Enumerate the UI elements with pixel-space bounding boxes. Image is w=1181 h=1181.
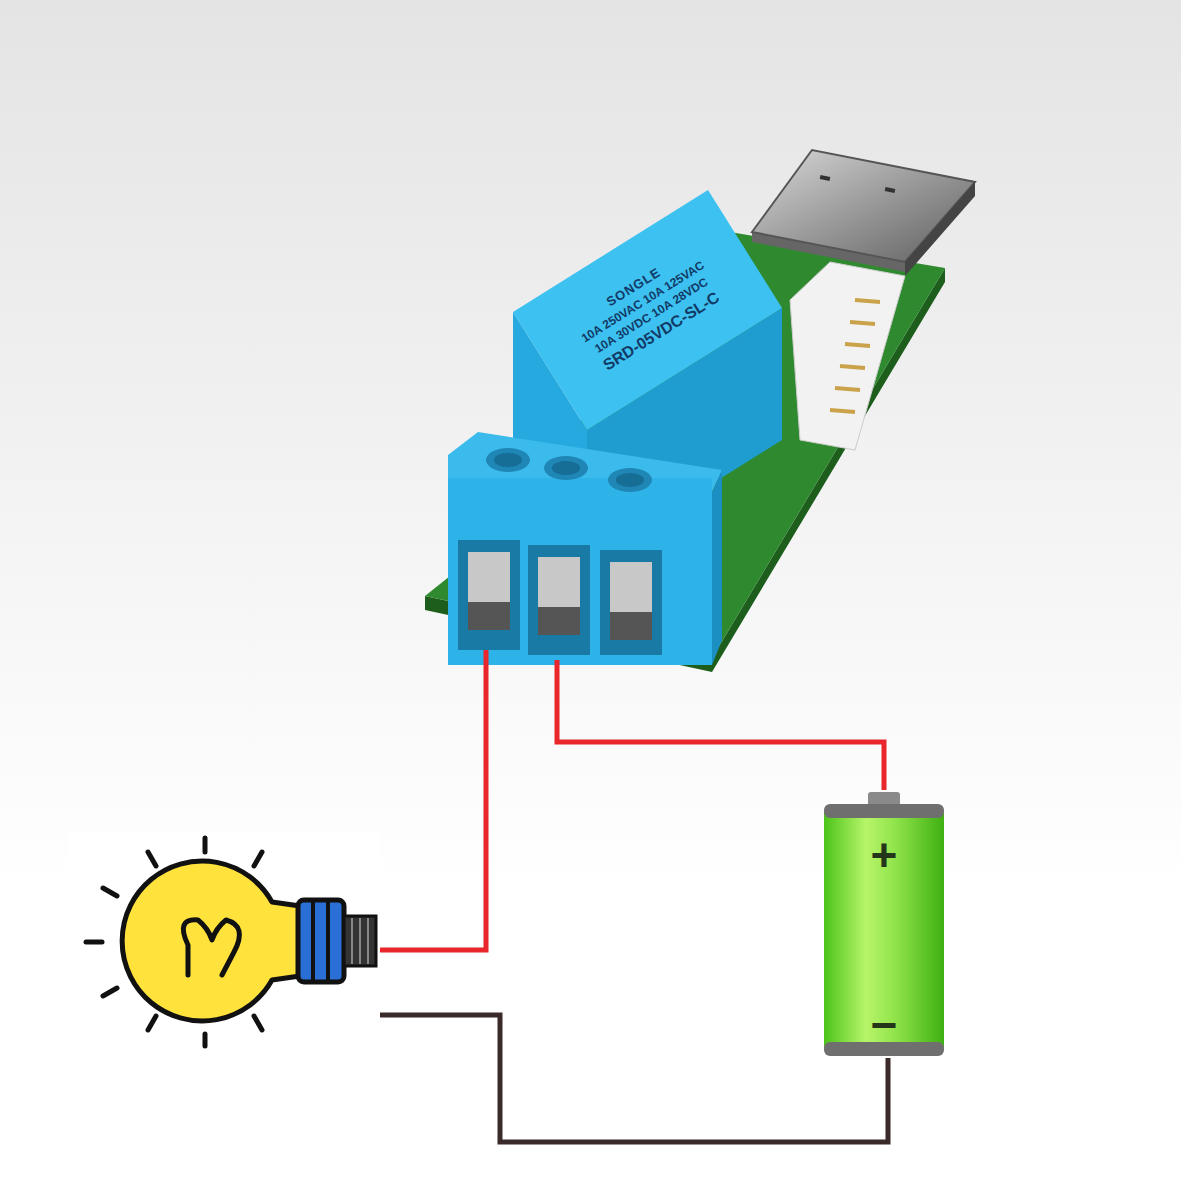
battery-band [824,804,944,818]
bulb-filament [183,920,239,975]
module-pins [830,300,880,412]
wire-black [320,978,888,1142]
polarity-sign: − [871,1002,898,1048]
bulb-screw [344,916,376,966]
wire-red [380,650,486,950]
terminal-screws [486,448,652,492]
bulb-threads [352,918,368,964]
usb-slot [885,187,896,193]
relay-marking: SONGLE10A 250VAC 10A 125VAC10A 30VDC 10A… [569,242,727,378]
usb-slot [820,175,831,181]
battery-body [824,804,944,1056]
terminal-side [712,470,722,665]
usb-plug-front [905,182,975,276]
usb-plug [752,150,975,262]
wire-connector [557,660,884,790]
polarity-sign: + [871,832,898,878]
bulb-base [298,900,344,982]
terminal-openings [458,540,662,655]
relay-body: SONGLE10A 250VAC 10A 125VAC10A 30VDC 10A… [440,180,800,660]
bulb-background [68,832,380,1058]
terminal-front [448,478,712,665]
bulb-base-rings [313,902,328,980]
relay-top [513,190,782,430]
battery: +− [820,790,948,1062]
battery-cap [868,792,900,806]
bulb-glass [122,861,300,1021]
wifi-module [790,262,905,450]
